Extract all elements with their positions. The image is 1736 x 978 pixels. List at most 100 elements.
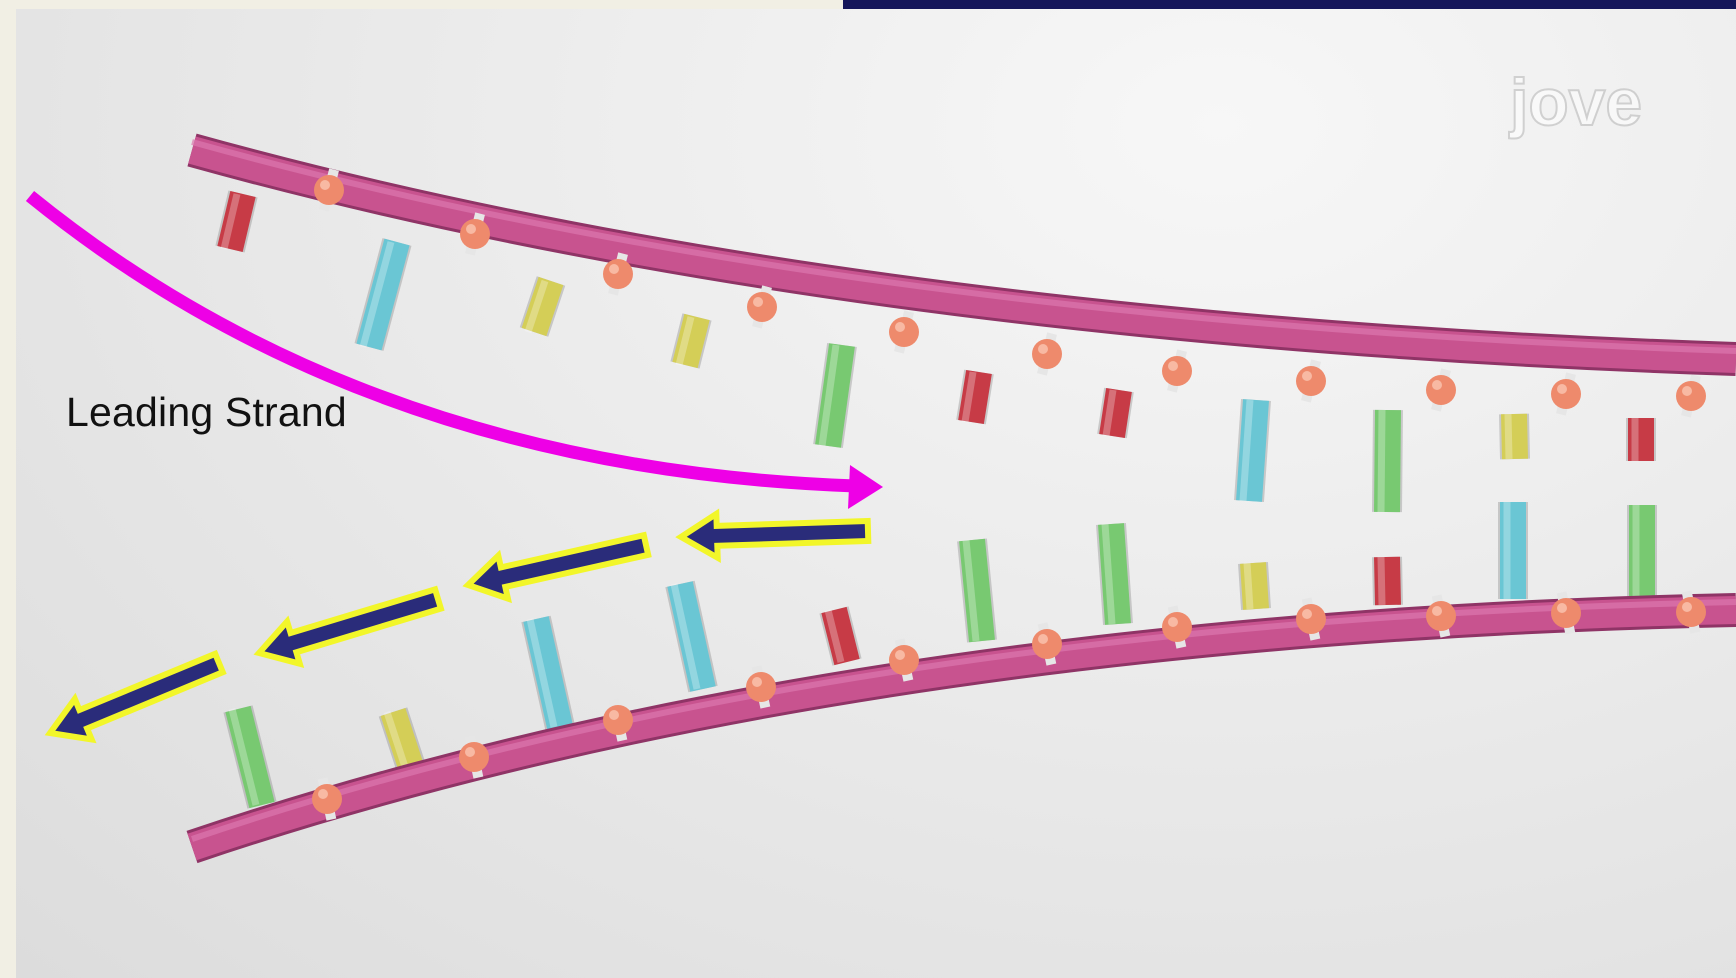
top-base bbox=[1099, 388, 1132, 438]
phosphate-highlight bbox=[753, 297, 763, 307]
nucleotide-bases bbox=[215, 190, 1657, 809]
phosphate bbox=[1032, 629, 1062, 659]
phosphate-highlight bbox=[1432, 380, 1442, 390]
top-base-highlight bbox=[359, 241, 395, 348]
lagging-arrow-2 bbox=[462, 531, 652, 604]
bottom-base bbox=[380, 707, 424, 772]
jove-logo-text: jove bbox=[1508, 65, 1642, 139]
top-base-highlight bbox=[1377, 409, 1386, 513]
top-base-highlight bbox=[675, 316, 695, 366]
phosphate bbox=[889, 317, 919, 347]
phosphate-highlight bbox=[466, 224, 476, 234]
bottom-base bbox=[225, 705, 275, 809]
phosphate bbox=[460, 219, 490, 249]
top-base-highlight bbox=[524, 279, 549, 334]
bottom-base bbox=[667, 581, 716, 692]
top-base-highlight bbox=[1504, 413, 1513, 460]
phosphate-highlight bbox=[752, 677, 762, 687]
strand-arrows bbox=[25, 190, 883, 744]
top-base bbox=[217, 191, 256, 252]
bottom-base bbox=[1374, 556, 1401, 606]
top-base-highlight bbox=[1239, 399, 1254, 502]
phosphate-highlight bbox=[1302, 371, 1312, 381]
top-base-highlight bbox=[1102, 389, 1117, 437]
phosphate bbox=[746, 672, 776, 702]
phosphate bbox=[603, 705, 633, 735]
phosphate bbox=[1426, 375, 1456, 405]
phosphate-highlight bbox=[320, 180, 330, 190]
bottom-base-highlight bbox=[1243, 562, 1254, 610]
phosphate-highlight bbox=[1038, 344, 1048, 354]
phosphate bbox=[603, 259, 633, 289]
phosphate-highlight bbox=[1432, 606, 1442, 616]
phosphate bbox=[312, 784, 342, 814]
top-base bbox=[672, 313, 710, 369]
phosphate bbox=[889, 645, 919, 675]
top-backbone-highlight bbox=[191, 139, 1736, 354]
top-base bbox=[1236, 399, 1269, 502]
bottom-base bbox=[523, 616, 573, 730]
phosphate-highlight bbox=[1682, 602, 1692, 612]
jove-logo: jove bbox=[1507, 64, 1643, 140]
phosphate-groups bbox=[312, 175, 1706, 814]
video-player[interactable]: Leading Strand jove bbox=[16, 9, 1736, 978]
top-base-highlight bbox=[961, 371, 977, 423]
replication-fork-diagram bbox=[25, 133, 1736, 864]
bottom-backbone-edge bbox=[186, 593, 1736, 864]
lagging-arrow-4 bbox=[44, 649, 227, 744]
phosphate-highlight bbox=[465, 747, 475, 757]
phosphate bbox=[1426, 601, 1456, 631]
phosphate-highlight bbox=[609, 710, 619, 720]
bottom-base-highlight bbox=[1101, 523, 1116, 625]
sugar-phosphate-backbones bbox=[186, 133, 1736, 864]
phosphate bbox=[747, 292, 777, 322]
top-base bbox=[521, 276, 564, 337]
bottom-base-highlight bbox=[962, 539, 980, 642]
phosphate bbox=[314, 175, 344, 205]
lagging-arrow-3 bbox=[253, 585, 445, 668]
phosphate bbox=[1296, 366, 1326, 396]
bottom-base bbox=[1240, 562, 1269, 610]
phosphate-highlight bbox=[895, 650, 905, 660]
bottom-base-highlight bbox=[526, 618, 558, 728]
phosphate bbox=[1551, 379, 1581, 409]
phosphate bbox=[459, 742, 489, 772]
phosphate bbox=[1676, 597, 1706, 627]
leading-strand-label: Leading Strand bbox=[66, 389, 347, 435]
phosphate bbox=[1676, 381, 1706, 411]
phosphate bbox=[1032, 339, 1062, 369]
phosphate-highlight bbox=[609, 264, 619, 274]
top-base-highlight bbox=[818, 344, 840, 447]
leading-strand-arrow bbox=[25, 190, 857, 493]
leading-strand-arrowhead bbox=[848, 465, 883, 509]
bottom-base-highlight bbox=[824, 609, 845, 663]
phosphate-highlight bbox=[1557, 603, 1567, 613]
top-base-highlight bbox=[220, 193, 241, 250]
phosphate bbox=[1162, 356, 1192, 386]
phosphate bbox=[1551, 598, 1581, 628]
phosphate-highlight bbox=[1682, 386, 1692, 396]
bottom-base bbox=[821, 606, 860, 666]
bottom-base-highlight bbox=[228, 708, 260, 806]
bottom-backbone-highlight bbox=[191, 599, 1736, 842]
top-base bbox=[1374, 409, 1401, 513]
phosphate-highlight bbox=[895, 322, 905, 332]
top-base bbox=[1501, 413, 1528, 460]
phosphate-highlight bbox=[1302, 609, 1312, 619]
phosphate bbox=[1162, 612, 1192, 642]
phosphate bbox=[1296, 604, 1326, 634]
bottom-base bbox=[1098, 523, 1131, 625]
phosphate-highlight bbox=[318, 789, 328, 799]
phosphate-highlight bbox=[1168, 361, 1178, 371]
top-base bbox=[815, 343, 855, 448]
bottom-backbone bbox=[187, 596, 1736, 861]
lagging-arrow-1 bbox=[675, 508, 872, 564]
top-backbone bbox=[188, 136, 1736, 373]
phosphate-highlight bbox=[1557, 384, 1567, 394]
top-base bbox=[958, 369, 992, 425]
bottom-base-highlight bbox=[383, 710, 409, 769]
top-backbone-edge bbox=[187, 133, 1736, 376]
phosphate-highlight bbox=[1038, 634, 1048, 644]
top-bar bbox=[843, 0, 1736, 9]
